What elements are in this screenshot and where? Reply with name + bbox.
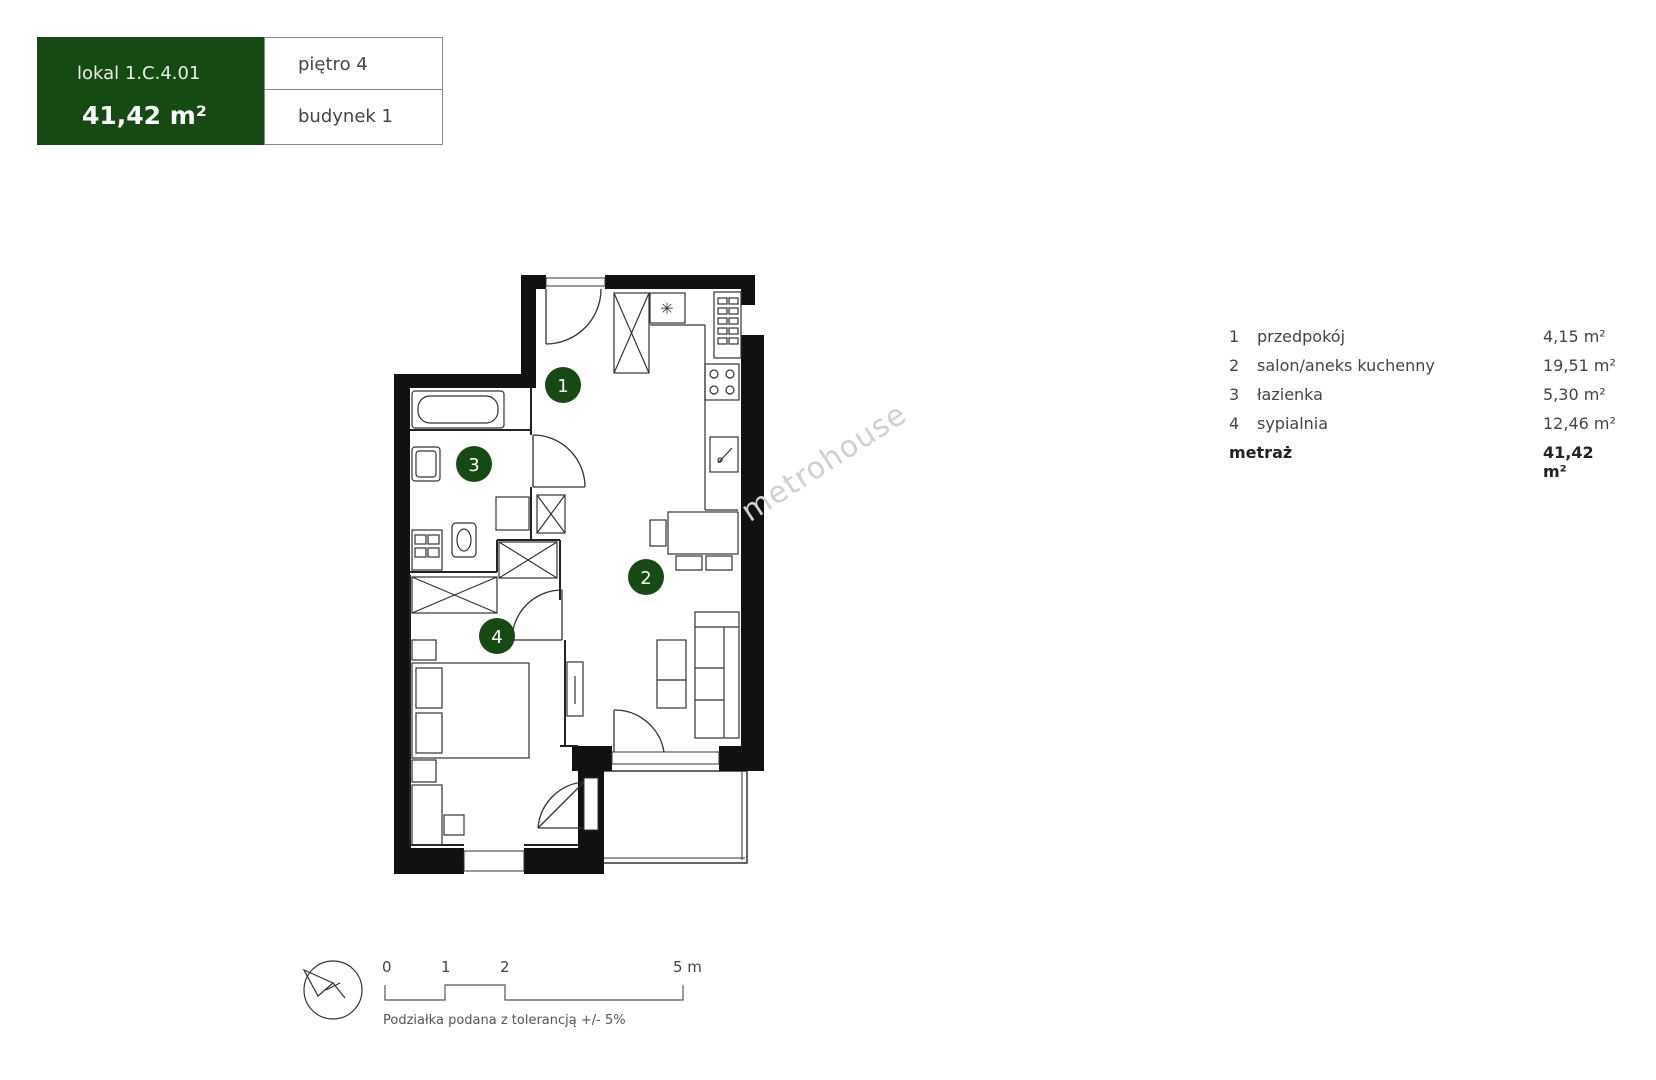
legend-room-number: 3 [1229,385,1240,404]
legend-total-label: metraż [1229,443,1293,462]
doors [511,288,665,829]
kitchen-fixtures: ✳ [649,291,742,511]
scale-tick-1: 1 [441,958,451,976]
legend-room-area: 19,51 m² [1543,356,1616,375]
dining-set [649,511,739,571]
room-badge-2-label: 2 [640,568,651,589]
unit-id-box: lokal 1.C.4.01 41,42 m² [37,37,264,145]
scale-bar [384,984,684,1001]
room-badge-2: 2 [628,559,664,595]
legend-row: 4 sypialnia 12,46 m² [1229,414,1616,443]
interior-walls [409,387,578,848]
room-badge-4-label: 4 [491,627,502,648]
legend-row: 3 łazienka 5,30 m² [1229,385,1614,414]
legend-room-number: 1 [1229,327,1240,346]
building-label: budynek 1 [298,106,393,127]
bedroom-furniture [411,639,530,846]
legend-room-area: 12,46 m² [1543,414,1616,433]
room-badge-1: 1 [545,367,581,403]
unit-header: lokal 1.C.4.01 41,42 m² piętro 4 budynek… [37,37,443,145]
bathroom-fixtures [411,390,530,571]
closets [411,292,650,614]
legend-room-name: sypialnia [1257,414,1329,433]
legend-row: 1 przedpokój 4,15 m² [1229,327,1614,356]
windows [463,277,720,872]
legend-room-name: przedpokój [1257,327,1346,346]
room-badge-1-label: 1 [557,376,568,397]
floor-cell: piętro 4 [264,37,443,90]
legend-row: 2 salon/aneks kuchenny 19,51 m² [1229,356,1616,385]
legend-room-name: łazienka [1257,385,1323,404]
legend-room-area: 4,15 m² [1543,327,1606,346]
svg-text:✳: ✳ [660,299,673,318]
room-legend: 1 przedpokój 4,15 m² 2 salon/aneks kuche… [1229,327,1616,481]
building-cell: budynek 1 [264,90,443,145]
legend-room-number: 4 [1229,414,1240,433]
compass-icon [302,960,363,1020]
room-badge-4: 4 [479,618,515,654]
exterior-walls [394,275,764,874]
room-badge-3: 3 [456,446,492,482]
scale-tick-0: 0 [382,958,392,976]
scale-tick-5m: 5 m [673,958,702,976]
legend-total-area: 41,42 m² [1543,443,1594,481]
unit-area: 41,42 m² [82,101,207,130]
living-furniture [566,611,740,739]
floor-label: piętro 4 [298,54,368,75]
legend-room-name: salon/aneks kuchenny [1257,356,1435,375]
scale-tick-2: 2 [500,958,510,976]
room-badge-3-label: 3 [468,455,479,476]
scale-tolerance-note: Podziałka podana z tolerancją +/- 5% [383,1013,626,1028]
legend-total-row: metraż 41,42 m² [1229,443,1614,481]
balcony [600,770,748,864]
unit-number: lokal 1.C.4.01 [77,63,201,84]
legend-room-number: 2 [1229,356,1240,375]
legend-room-area: 5,30 m² [1543,385,1606,404]
